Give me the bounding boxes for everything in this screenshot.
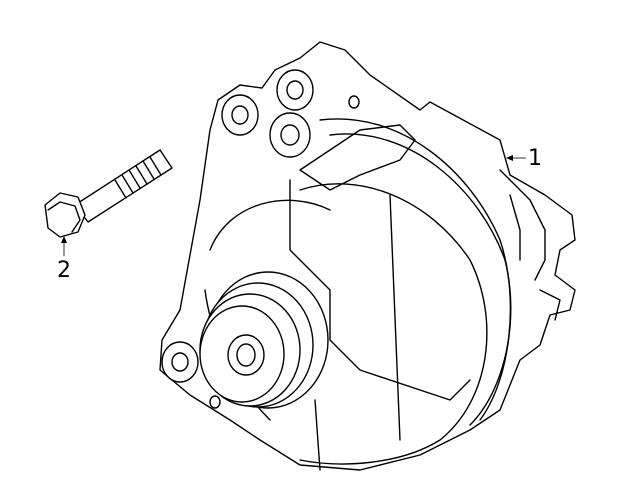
alternator (159, 41, 576, 471)
callout-2: 2 (57, 258, 71, 283)
leader-line-1 (506, 155, 526, 161)
callout-1: 1 (528, 146, 542, 171)
bolt (44, 149, 173, 238)
leader-line-2 (61, 236, 67, 256)
